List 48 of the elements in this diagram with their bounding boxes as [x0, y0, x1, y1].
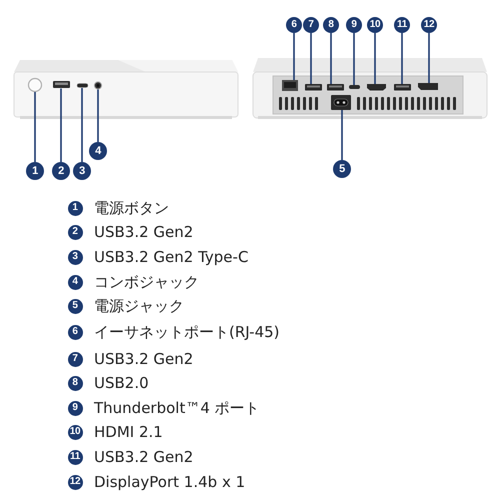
leader-line [34, 92, 36, 162]
callout-number: 11 [68, 450, 82, 464]
callout-number: 3 [68, 250, 82, 264]
callout-number: 7 [303, 17, 319, 33]
callout-number: 2 [68, 224, 82, 240]
leader-line [330, 33, 332, 84]
port-description: Thunderbolt™4 ポート [94, 399, 260, 417]
callout-number: 4 [89, 142, 107, 160]
leader-line [353, 33, 355, 85]
callout-number: 12 [68, 474, 82, 490]
port-description: コンボジャック [94, 273, 199, 291]
leader-line [97, 90, 99, 142]
callout-number: 7 [68, 352, 82, 366]
callout-number: 1 [26, 162, 44, 180]
leader-line [401, 33, 403, 84]
port-description: イーサネットポート(RJ-45) [94, 323, 280, 341]
callout-number: 5 [68, 298, 82, 314]
callout-number: 2 [52, 162, 70, 180]
port-description: USB2.0 [94, 374, 149, 392]
leader-line [60, 88, 62, 162]
callout-number: 5 [333, 160, 351, 178]
port-description: 電源ボタン [94, 199, 169, 217]
port-description: USB3.2 Gen2 Type-C [94, 248, 248, 266]
port-description: USB3.2 Gen2 [94, 448, 194, 466]
callout-number: 11 [394, 17, 410, 33]
callout-number: 9 [68, 400, 82, 416]
callout-number: 12 [421, 17, 437, 33]
port-description: DisplayPort 1.4b x 1 [94, 473, 246, 491]
callout-number: 10 [367, 17, 383, 33]
callout-number: 10 [68, 424, 82, 440]
callout-number: 8 [68, 376, 82, 390]
leader-line [81, 88, 83, 162]
callout-number: 4 [68, 274, 82, 290]
port-description: USB3.2 Gen2 [94, 223, 194, 241]
leader-line [310, 33, 312, 84]
leader-line [374, 33, 376, 84]
leader-line [293, 33, 295, 80]
callout-number: 3 [73, 162, 91, 180]
callout-number: 9 [346, 17, 362, 33]
port-description: 電源ジャック [94, 297, 184, 315]
leader-line [428, 33, 430, 83]
port-description: USB3.2 Gen2 [94, 350, 194, 368]
callout-number: 1 [68, 200, 82, 216]
leader-line [341, 110, 343, 160]
port-description: HDMI 2.1 [94, 423, 163, 441]
callout-number: 6 [68, 324, 82, 340]
callout-number: 8 [323, 17, 339, 33]
callout-number: 6 [286, 17, 302, 33]
